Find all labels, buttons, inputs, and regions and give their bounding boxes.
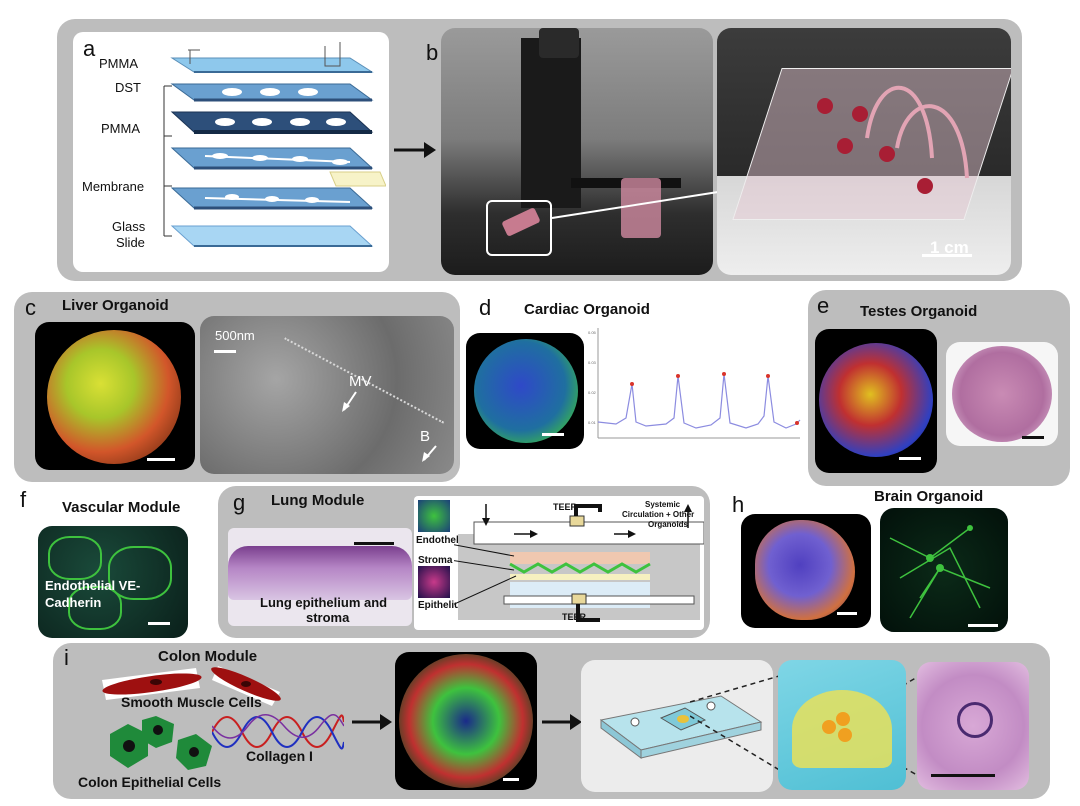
panel-d-title: Cardiac Organoid: [524, 301, 650, 318]
layer-label-pmma-top: PMMA: [99, 56, 138, 71]
lung-chip-diagram: [454, 504, 704, 622]
svg-text:0.02: 0.02: [588, 390, 597, 395]
zoom-connector-icon: [551, 191, 719, 219]
epithelium-thumbnail: [418, 566, 450, 598]
colon-he-stain: [917, 662, 1029, 790]
vascular-caption-line1: Endothelial VE-: [45, 578, 141, 593]
arrow-mv-icon: [342, 391, 357, 412]
panel-e-title: Testes Organoid: [860, 303, 978, 320]
brain-neuron-fluorescence: [880, 508, 1008, 632]
liver-organoid-fluorescence: [35, 322, 195, 470]
collagen-helix-icon: [212, 714, 344, 750]
endothelium-thumbnail: [418, 500, 450, 532]
testes-he-stain: [946, 342, 1058, 446]
panel-f-title: Vascular Module: [62, 499, 181, 516]
systemic-line3: Organoids: [648, 520, 689, 529]
chip-layer-stack: [163, 42, 386, 247]
panel-e-letter: e: [817, 293, 830, 318]
cardiac-beating-trace: 0.05 0.03 0.02 0.01: [588, 328, 801, 439]
collagen-label: Collagen I: [246, 748, 313, 764]
panel-d-letter: d: [479, 295, 492, 320]
layer-epithelium-label: Epithelium: [418, 600, 470, 611]
layer-label-membrane: Membrane: [82, 179, 145, 194]
liver-tem-image: [200, 316, 454, 474]
scale-bar-1cm: 1 cm: [930, 238, 969, 257]
colon-epithelial-cells-icon: [110, 716, 212, 770]
panel-g-letter: g: [233, 490, 246, 515]
arrow-i-2-icon: [542, 714, 582, 730]
layer-label-glass: Glass: [112, 219, 146, 234]
teer-bottom-label: TEER: [562, 612, 587, 622]
systemic-line2: Circulation + Other: [622, 510, 695, 519]
svg-text:0.03: 0.03: [588, 360, 597, 365]
colon-chamber-render: [778, 660, 906, 790]
annotation-mv: MV: [349, 373, 372, 390]
vascular-caption-line2: Cadherin: [45, 595, 102, 610]
tem-scale-label: 500nm: [215, 328, 255, 343]
panel-h-title: Brain Organoid: [874, 488, 984, 505]
panel-c-title: Liver Organoid: [62, 297, 169, 314]
layer-label-slide: Slide: [116, 235, 145, 250]
systemic-line1: Systemic: [645, 500, 681, 509]
cardiac-organoid-fluorescence: [466, 333, 584, 449]
panel-h-letter: h: [732, 492, 745, 517]
panel-i-title: Colon Module: [158, 648, 258, 665]
smooth-muscle-cells-icon: [102, 666, 281, 706]
svg-text:0.01: 0.01: [588, 420, 597, 425]
panel-f-letter: f: [20, 487, 27, 512]
vascular-module-fluorescence: [38, 526, 188, 638]
chip-closeup-photo: [717, 28, 1011, 275]
colon-chip-render: [581, 660, 773, 792]
layer-label-pmma: PMMA: [101, 121, 140, 136]
arrow-i-1-icon: [352, 714, 392, 730]
layer-stroma-label: Stroma: [418, 555, 453, 566]
panel-i-letter: i: [64, 645, 69, 670]
arrow-b-icon: [422, 445, 437, 462]
teer-top-label: TEER: [553, 502, 578, 512]
testes-organoid-fluorescence: [815, 329, 937, 473]
svg-text:0.05: 0.05: [588, 330, 597, 335]
arrow-a-to-b-icon: [394, 142, 436, 158]
panel-c-letter: c: [25, 295, 36, 320]
brain-organoid-fluorescence: [741, 514, 871, 628]
setup-photo: [441, 28, 713, 275]
layer-label-dst: DST: [115, 80, 141, 95]
lung-caption-line2: stroma: [306, 610, 350, 625]
annotation-b: B: [420, 428, 431, 445]
smooth-muscle-label: Smooth Muscle Cells: [121, 694, 262, 710]
panel-g-title: Lung Module: [271, 492, 365, 509]
panel-b-letter: b: [426, 40, 439, 65]
panel-a-letter: a: [83, 36, 96, 61]
colon-organoid-fluorescence: [395, 652, 537, 790]
lung-he-stain: [228, 528, 412, 626]
colon-epithelial-label: Colon Epithelial Cells: [78, 774, 222, 790]
lung-caption-line1: Lung epithelium and: [260, 595, 388, 610]
layer-endothelium-label: Endothelium: [416, 535, 477, 546]
